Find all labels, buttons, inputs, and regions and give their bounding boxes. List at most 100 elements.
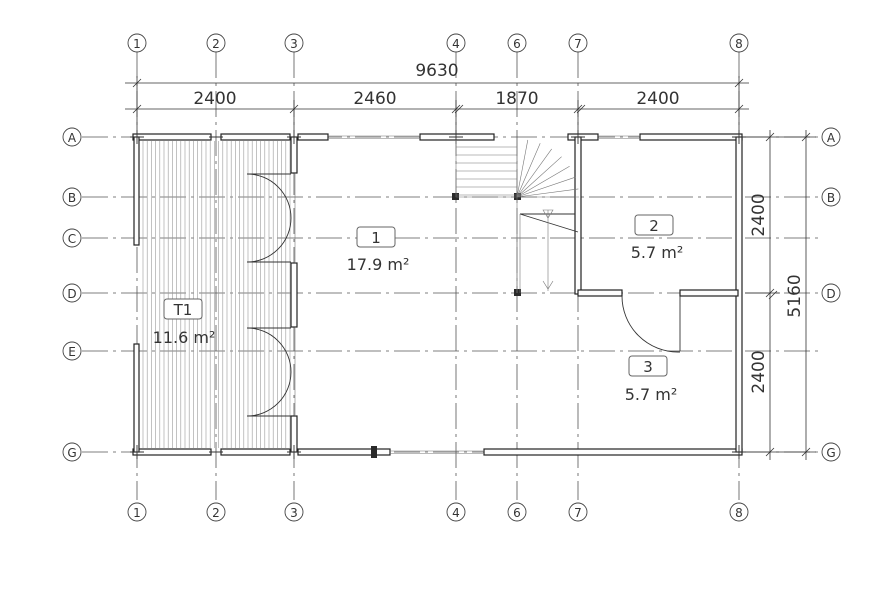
stair-tread bbox=[516, 166, 570, 198]
room-id-box bbox=[163, 298, 203, 320]
stair-tread bbox=[516, 156, 562, 198]
dim-overall-depth: 5160 bbox=[785, 274, 805, 317]
axis-label: 4 bbox=[452, 506, 460, 520]
stair-break-line bbox=[519, 213, 579, 233]
stair-tread bbox=[516, 176, 576, 198]
axis-bubble bbox=[62, 442, 82, 462]
axis-bubble bbox=[568, 33, 588, 53]
wall-bottom-6-8 bbox=[483, 448, 743, 456]
axis-label: 8 bbox=[735, 37, 743, 51]
wall-top-1-2 bbox=[132, 133, 212, 141]
axis-bubbles-left: A B C D E G bbox=[62, 127, 82, 462]
room-area: 5.7 m² bbox=[631, 243, 684, 262]
stair-tread bbox=[516, 143, 541, 198]
dimension-lines bbox=[125, 76, 816, 460]
room-id-box bbox=[356, 226, 396, 248]
axis-bubble bbox=[284, 502, 304, 522]
room-area: 5.7 m² bbox=[625, 385, 678, 404]
axis-label: 1 bbox=[133, 506, 141, 520]
axis-label: 2 bbox=[212, 506, 220, 520]
axis-bubble bbox=[507, 502, 527, 522]
wall-left-upper bbox=[133, 136, 140, 246]
dim-span-1: 2400 bbox=[193, 89, 236, 109]
axis-bubble bbox=[62, 228, 82, 248]
axis-label: A bbox=[827, 131, 836, 145]
axis-bubble bbox=[821, 283, 841, 303]
wall-bottom-1-2 bbox=[132, 448, 212, 456]
room-label-t1: T1 11.6 m² bbox=[153, 298, 215, 347]
axis-label: 3 bbox=[290, 506, 298, 520]
axis-bubble bbox=[446, 33, 466, 53]
axis-label: B bbox=[827, 191, 835, 205]
wall-d-left bbox=[577, 289, 623, 297]
room-id-box bbox=[634, 214, 674, 236]
wall-d-right bbox=[679, 289, 739, 297]
dim-span-2: 2460 bbox=[353, 89, 396, 109]
axis-bubble bbox=[62, 187, 82, 207]
room-area: 17.9 m² bbox=[347, 255, 410, 274]
room-id: 2 bbox=[649, 217, 659, 235]
axis-bubble bbox=[127, 33, 147, 53]
axis-label: B bbox=[68, 191, 76, 205]
stair-tread bbox=[516, 148, 552, 198]
door-terrace-lower bbox=[246, 327, 292, 417]
axis-bubble bbox=[62, 127, 82, 147]
axis-bubble bbox=[127, 502, 147, 522]
wall-top-8 bbox=[639, 133, 743, 141]
dim-span-4: 2400 bbox=[636, 89, 679, 109]
dim-depth-span-1: 2400 bbox=[749, 193, 769, 236]
axis-label: 2 bbox=[212, 37, 220, 51]
axis-bubbles-right: A B D G bbox=[821, 127, 841, 462]
axis-label: 3 bbox=[290, 37, 298, 51]
axis-bubble bbox=[62, 283, 82, 303]
room-id-box bbox=[628, 355, 668, 377]
axis-bubbles-top: 1 2 3 4 6 7 8 bbox=[127, 33, 749, 53]
axis-bubble bbox=[729, 502, 749, 522]
stair bbox=[455, 139, 579, 293]
room-id: 1 bbox=[371, 229, 381, 247]
axis-bubble bbox=[729, 33, 749, 53]
axis-label: C bbox=[68, 232, 76, 246]
axis-label: 7 bbox=[574, 37, 582, 51]
dim-overall-width: 9630 bbox=[415, 61, 458, 81]
stair-tread bbox=[516, 139, 529, 198]
axis-label: A bbox=[68, 131, 77, 145]
door-room3 bbox=[621, 295, 680, 353]
axis-bubble bbox=[568, 502, 588, 522]
axis-label: D bbox=[67, 287, 76, 301]
axis-label: 4 bbox=[452, 37, 460, 51]
axis-label: 6 bbox=[513, 506, 521, 520]
axis-label: D bbox=[826, 287, 835, 301]
axis-label: 6 bbox=[513, 37, 521, 51]
dim-extension-top bbox=[136, 76, 740, 130]
axis-bubble bbox=[821, 187, 841, 207]
axis-bubble bbox=[206, 502, 226, 522]
room-label-3: 3 5.7 m² bbox=[625, 355, 678, 404]
dim-span-3: 1870 bbox=[495, 89, 538, 109]
wall-top-3-stub bbox=[297, 133, 329, 141]
axis-bubble bbox=[446, 502, 466, 522]
wall-left-lower bbox=[133, 343, 140, 453]
stair-post-6d bbox=[514, 289, 521, 296]
wall-axis3-mid bbox=[290, 262, 298, 328]
door-terrace-upper bbox=[246, 173, 292, 263]
axis-bubbles-bottom: 1 2 3 4 6 7 8 bbox=[127, 502, 749, 522]
dim-depth-span-2: 2400 bbox=[749, 350, 769, 393]
axis-bubble bbox=[507, 33, 527, 53]
axis-bubble bbox=[206, 33, 226, 53]
axis-bubble bbox=[62, 341, 82, 361]
axis-label: 7 bbox=[574, 506, 582, 520]
stair-post-4b bbox=[452, 193, 459, 200]
windows bbox=[294, 135, 640, 454]
axis-joint-markers bbox=[130, 130, 746, 459]
axis-label: 8 bbox=[735, 506, 743, 520]
wall-top-2-3 bbox=[220, 133, 291, 141]
axis-bubble bbox=[284, 33, 304, 53]
joint-crosses bbox=[130, 130, 746, 459]
terrace-decking bbox=[142, 141, 291, 448]
axis-label: E bbox=[68, 345, 76, 359]
axis-bubble bbox=[821, 127, 841, 147]
axis-bubble bbox=[821, 442, 841, 462]
stair-direction-arrow bbox=[542, 209, 554, 291]
